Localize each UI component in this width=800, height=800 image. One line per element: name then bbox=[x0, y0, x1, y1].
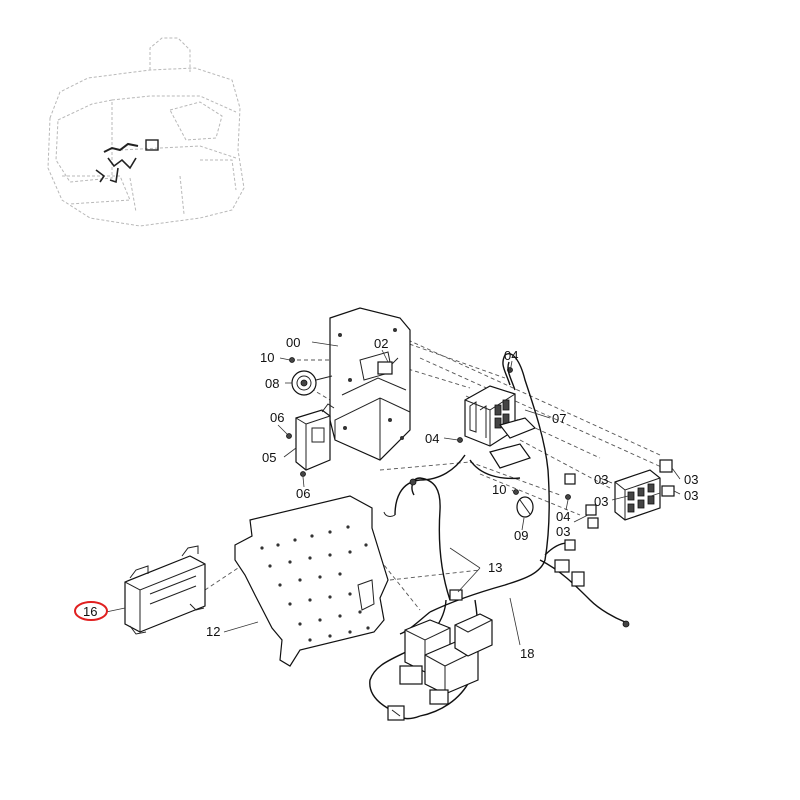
callout-03e: 03 bbox=[684, 488, 698, 503]
relay-block-parts bbox=[564, 459, 675, 529]
callout-09: 09 bbox=[514, 528, 528, 543]
round-connector-part bbox=[516, 496, 534, 518]
callout-10b: 10 bbox=[492, 482, 506, 497]
callout-labels: 00 02 10 08 04 07 04 06 05 06 10 09 04 0… bbox=[83, 335, 698, 661]
callout-03c: 03 bbox=[594, 494, 608, 509]
callout-13: 13 bbox=[488, 560, 502, 575]
controller-box-part bbox=[124, 545, 206, 635]
mounting-bracket-part bbox=[329, 307, 411, 461]
connector-assembly-part bbox=[399, 613, 493, 705]
callout-04a: 04 bbox=[504, 348, 518, 363]
excavator-locator-thumbnail bbox=[47, 37, 245, 227]
horn-part bbox=[291, 370, 333, 396]
callout-10a: 10 bbox=[260, 350, 274, 365]
callout-05: 05 bbox=[262, 450, 276, 465]
leader-lines bbox=[105, 341, 681, 646]
callout-03a: 03 bbox=[556, 524, 570, 539]
callout-04c: 04 bbox=[556, 509, 570, 524]
floor-plate-part bbox=[234, 495, 389, 667]
callout-02: 02 bbox=[374, 336, 388, 351]
callout-18: 18 bbox=[520, 646, 534, 661]
callout-07: 07 bbox=[552, 411, 566, 426]
callout-12: 12 bbox=[206, 624, 220, 639]
callout-16: 16 bbox=[83, 604, 97, 619]
callout-03d: 03 bbox=[684, 472, 698, 487]
control-unit-part bbox=[295, 403, 335, 471]
relay-part bbox=[377, 357, 399, 375]
highlight-ring-16 bbox=[74, 601, 108, 621]
callout-03b: 03 bbox=[594, 472, 608, 487]
callout-08: 08 bbox=[265, 376, 279, 391]
callout-06b: 06 bbox=[296, 486, 310, 501]
fuse-box-part bbox=[464, 385, 537, 469]
callout-04b: 04 bbox=[425, 431, 439, 446]
callout-00: 00 bbox=[286, 335, 300, 350]
callout-06a: 06 bbox=[270, 410, 284, 425]
